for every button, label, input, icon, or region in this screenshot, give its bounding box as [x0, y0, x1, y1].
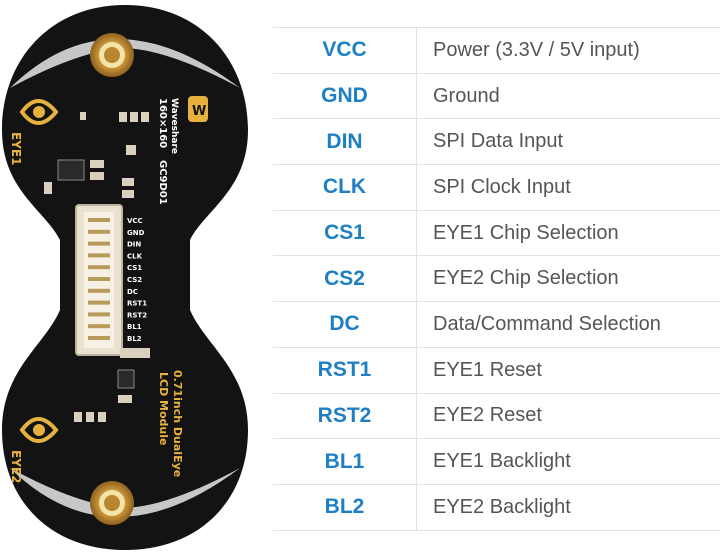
pin-name: CS2 — [273, 255, 417, 303]
connector-pin-label: RST2 — [127, 311, 147, 319]
pin-name: DIN — [273, 118, 417, 166]
pin-description: Power (3.3V / 5V input) — [416, 27, 720, 74]
pin-description: Ground — [416, 73, 720, 120]
connector-pin — [88, 277, 110, 281]
connector-pin — [88, 336, 110, 340]
pin-description: EYE2 Reset — [416, 393, 720, 440]
connector-pin-label: GND — [127, 229, 145, 237]
eye1-icon — [19, 99, 59, 125]
pin-description: EYE2 Chip Selection — [416, 255, 720, 303]
module-label-line1: 0.71inch DualEye — [171, 370, 184, 477]
resolution-label: 160×160 — [157, 98, 168, 148]
connector-pin — [88, 288, 110, 293]
pin-name: RST2 — [273, 393, 417, 440]
pin-description: EYE1 Backlight — [416, 438, 720, 485]
connector-pin-label: VCC — [127, 217, 143, 225]
connector-pin — [88, 265, 110, 270]
connector-pin-label: CLK — [127, 252, 143, 260]
connector-pin — [88, 300, 110, 305]
pin-description: SPI Data Input — [416, 118, 720, 166]
eye1-label: EYE1 — [9, 132, 23, 165]
connector-pin — [88, 229, 110, 234]
pin-name: CS1 — [273, 210, 417, 257]
connector-pin-label: DIN — [127, 241, 141, 249]
pin-description: EYE1 Chip Selection — [416, 210, 720, 257]
waveshare-logo: W — [188, 96, 208, 122]
module-label-line2: LCD Module — [157, 372, 170, 445]
pcb-board-svg: EYE1 EYE2 Waveshare 160×160 GC9D01 0.71i… — [2, 5, 248, 550]
pin-name: DC — [273, 301, 417, 348]
eye2-label: EYE2 — [9, 450, 23, 483]
connector-pin-label: DC — [127, 288, 138, 296]
bottom-eye-outline — [10, 468, 240, 517]
connector-pin — [88, 241, 110, 246]
eye2-icon — [19, 417, 59, 443]
svg-text:W: W — [192, 104, 206, 119]
connector-pin — [88, 218, 110, 222]
connector-pin — [88, 312, 110, 317]
connector-pin-label: RST1 — [127, 300, 147, 308]
pin-name: BL1 — [273, 438, 417, 485]
pcb-outline — [2, 5, 248, 550]
connector-pin — [88, 253, 110, 258]
connector-pin-label: CS1 — [127, 264, 142, 272]
pin-name: GND — [273, 73, 417, 120]
pin-description: SPI Clock Input — [416, 164, 720, 211]
connector-pins — [88, 218, 110, 340]
pin-name: CLK — [273, 164, 417, 211]
pin-name: BL2 — [273, 484, 417, 531]
driver-label: GC9D01 — [157, 160, 168, 205]
pin-description: EYE1 Reset — [416, 347, 720, 394]
pcb-board-image: EYE1 EYE2 Waveshare 160×160 GC9D01 0.71i… — [0, 0, 250, 554]
pin-name: VCC — [273, 27, 417, 74]
top-eye-outline — [10, 39, 240, 88]
pin-description: EYE2 Backlight — [416, 484, 720, 531]
connector-pin — [88, 324, 110, 329]
pin-description: Data/Command Selection — [416, 301, 720, 348]
connector-pin-label: BL1 — [127, 323, 142, 331]
components — [44, 112, 150, 422]
brand-label: Waveshare — [169, 98, 179, 154]
connector-pin-label: CS2 — [127, 276, 142, 284]
pin-name: RST1 — [273, 347, 417, 394]
connector-pin-label: BL2 — [127, 335, 142, 343]
